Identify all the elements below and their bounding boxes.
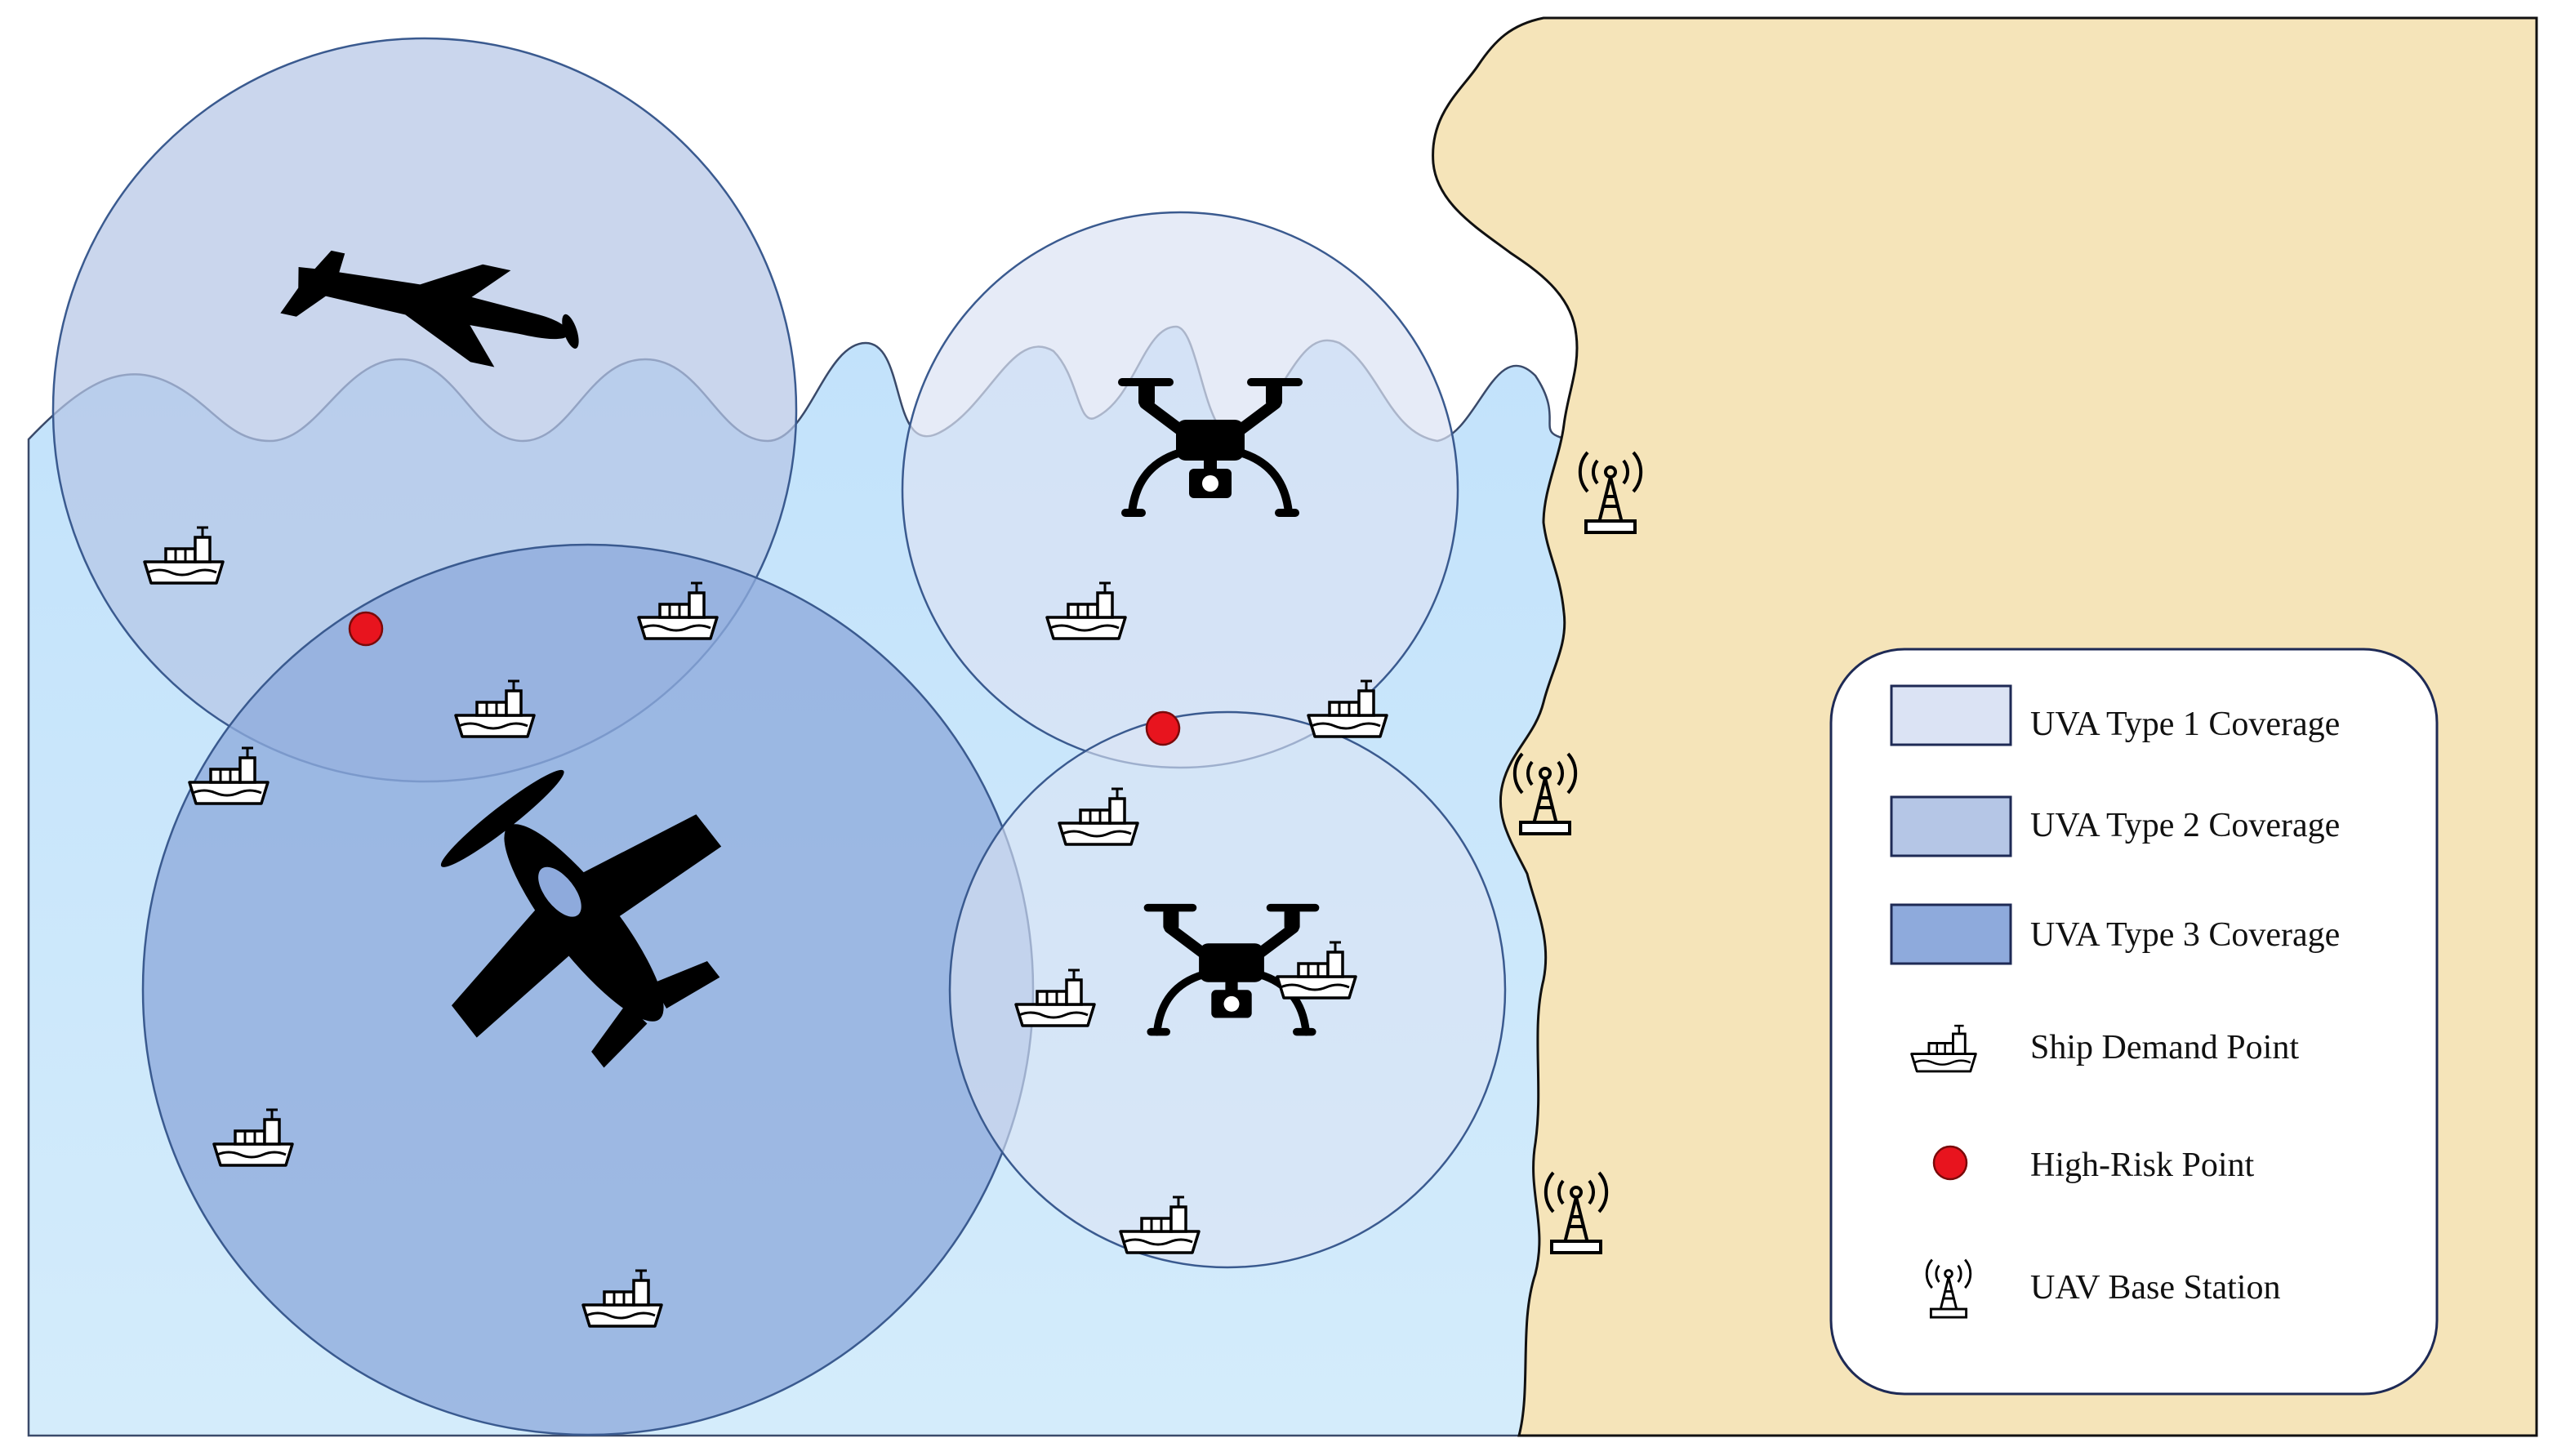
legend-risk-icon [1932,1145,1968,1181]
legend: UVA Type 1 Coverage UVA Type 2 Coverage … [1829,648,2439,1396]
legend-swatch-type2 [1890,795,2012,857]
legend-label-type3: UVA Type 3 Coverage [2030,916,2340,954]
high-risk-point [348,611,384,647]
legend-swatch-type1 [1890,684,2012,746]
legend-label-ship: Ship Demand Point [2030,1029,2299,1066]
legend-label-risk: High-Risk Point [2030,1147,2255,1184]
legend-swatch-type3 [1890,903,2012,965]
legend-label-type1: UVA Type 1 Coverage [2030,706,2340,743]
legend-label-type2: UVA Type 2 Coverage [2030,807,2340,844]
high-risk-point [1145,710,1181,746]
coverage-circle-type1-upper [901,211,1459,769]
coverage-circle-type3 [141,543,1035,1436]
fixed-wing-jet-icon [280,250,579,367]
propeller-plane-icon [440,769,722,1068]
legend-label-base: UAV Base Station [2030,1269,2280,1307]
